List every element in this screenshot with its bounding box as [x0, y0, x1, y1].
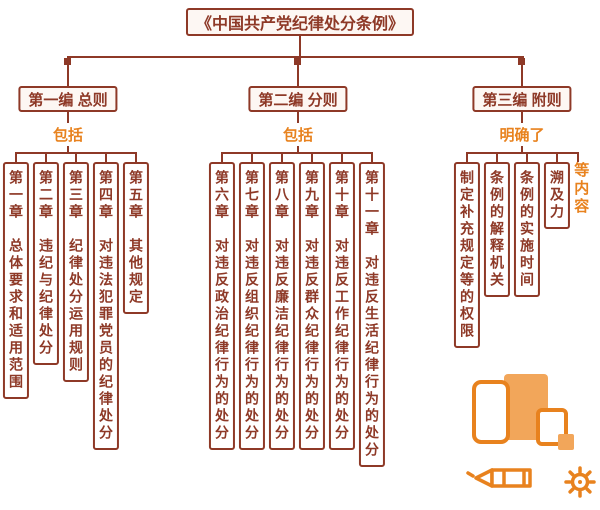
connector-title-stub — [299, 36, 301, 57]
drop — [311, 152, 313, 162]
chapter-box: 第二章 违纪与纪律处分 — [32, 162, 60, 365]
chapter-box: 第八章 对违反廉洁纪律行为的处分 — [268, 162, 296, 450]
drop — [45, 152, 47, 162]
drop — [371, 152, 373, 162]
gear-icon — [564, 466, 596, 498]
appendix-extra-label: 等内容 — [572, 162, 590, 216]
drop — [496, 152, 498, 162]
appendix-box: 条例的解释机关 — [483, 162, 511, 297]
chapter-box: 第六章 对违反政治纪律行为的处分 — [208, 162, 236, 450]
part-box-2: 第二编 分则 — [248, 86, 348, 112]
junction-node — [518, 58, 525, 65]
chapter-box: 第十一章 对违反生活纪律行为的处分 — [358, 162, 386, 467]
drop — [75, 152, 77, 162]
documents-icon — [472, 374, 574, 450]
connector-main-horizontal — [67, 56, 524, 58]
chapter-box: 第九章 对违反群众纪律行为的处分 — [298, 162, 326, 450]
chapter-box: 第五章 其他规定 — [122, 162, 150, 314]
drop — [466, 152, 468, 162]
drop — [135, 152, 137, 162]
rail-part3 — [466, 152, 579, 154]
appendix-box: 条例的实施时间 — [513, 162, 541, 297]
chapter-box: 第七章 对违反组织纪律行为的处分 — [238, 162, 266, 450]
connector-label-part2: 包括 — [279, 123, 317, 146]
junction-node — [294, 58, 301, 65]
chapter-box: 第一章 总体要求和适用范围 — [2, 162, 30, 399]
connector-label-part1: 包括 — [49, 123, 87, 146]
pencil-icon — [466, 468, 532, 488]
drop — [341, 152, 343, 162]
drop — [15, 152, 17, 162]
drop — [105, 152, 107, 162]
drop — [526, 152, 528, 162]
rail-part2 — [221, 152, 373, 154]
part-box-3: 第三编 附则 — [472, 86, 572, 112]
chapter-box: 第十章 对违反工作纪律行为的处分 — [328, 162, 356, 450]
connector-label-part3: 明确了 — [496, 123, 548, 146]
appendix-box: 制定补充规定等的权限 — [453, 162, 481, 348]
connector-drop-part3 — [521, 56, 523, 86]
drop — [251, 152, 253, 162]
junction-node — [64, 58, 71, 65]
diagram-title: 《中国共产党纪律处分条例》 — [185, 8, 415, 36]
chapter-box: 第三章 纪律处分运用规则 — [62, 162, 90, 382]
drop — [221, 152, 223, 162]
drop — [281, 152, 283, 162]
appendix-box: 溯及力 — [543, 162, 571, 229]
connector-drop-part1 — [67, 56, 69, 86]
part-box-1: 第一编 总则 — [18, 86, 118, 112]
drop — [556, 152, 558, 162]
chapter-box: 第四章 对违法犯罪党员的纪律处分 — [92, 162, 120, 450]
drop — [577, 152, 579, 162]
connector-drop-part2 — [297, 56, 299, 86]
documents-pencil-gear-icon — [466, 374, 596, 498]
decorative-illustration — [466, 372, 596, 510]
